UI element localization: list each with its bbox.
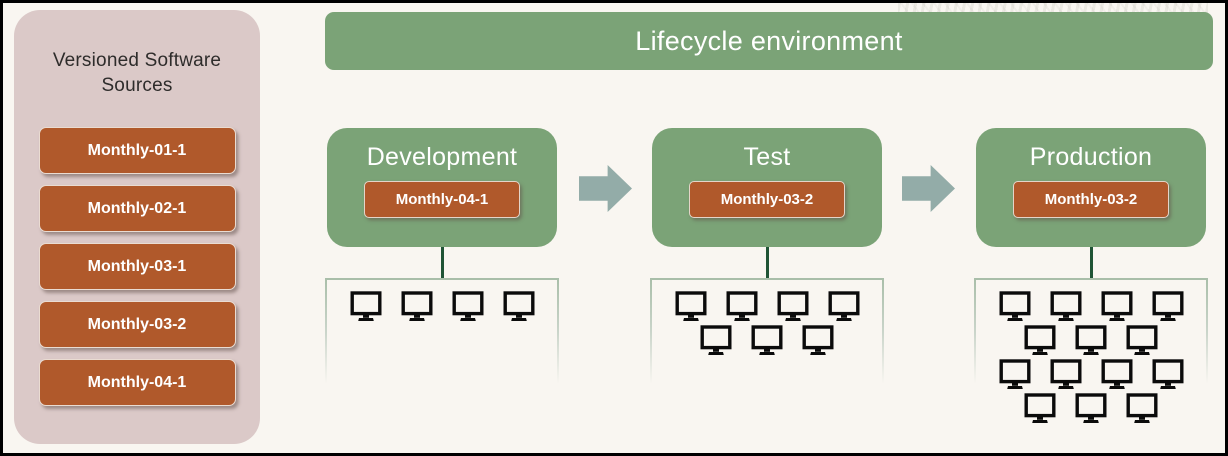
cluster-border [974,278,1208,280]
computer-icon [1024,393,1056,423]
monitor-row [998,291,1185,322]
lifecycle-environment-title: Lifecycle environment [635,25,903,56]
computer-icon [999,359,1031,389]
stage-box-development: Development Monthly-04-1 [327,128,557,247]
monitor-row [998,359,1185,390]
stage-version-chip: Monthly-03-2 [689,181,845,218]
computer-icon [1050,291,1082,321]
connector-line [440,247,444,278]
flow-arrow-icon [902,165,955,212]
connector-line [765,247,769,278]
machine-cluster-production [974,278,1208,453]
source-item: Monthly-01-1 [38,127,236,174]
computer-icon [452,291,484,321]
machine-cluster-development [325,278,559,453]
computer-icon [1024,325,1056,355]
monitor-row [699,325,835,356]
stage-title: Development [366,143,518,171]
computer-icon [503,291,535,321]
source-item: Monthly-04-1 [38,359,236,406]
computer-icon [1152,291,1184,321]
stage-title: Production [1029,143,1153,171]
computer-icon [777,291,809,321]
lifecycle-environment-header: Lifecycle environment [325,12,1213,70]
computer-icon [751,325,783,355]
stage-version-chip: Monthly-03-2 [1013,181,1169,218]
sources-list: Monthly-01-1 Monthly-02-1 Monthly-03-1 M… [14,127,260,406]
computer-icon [726,291,758,321]
stage-title: Test [743,143,791,171]
stage-development: Development Monthly-04-1 [325,128,559,453]
cluster-border [325,278,327,384]
computer-icon [1126,325,1158,355]
source-item: Monthly-02-1 [38,185,236,232]
monitor-row [349,291,536,322]
computer-icon [1075,325,1107,355]
stage-box-production: Production Monthly-03-2 [976,128,1206,247]
source-item: Monthly-03-2 [38,301,236,348]
monitor-row [1023,325,1159,356]
computer-icon [1152,359,1184,389]
computer-icon [401,291,433,321]
cluster-border [650,278,652,384]
cluster-border [882,278,884,384]
sources-panel-title: Versioned Software Sources [52,50,222,97]
flow-arrow-icon [579,165,632,212]
computer-icon [350,291,382,321]
source-item: Monthly-03-1 [38,243,236,290]
cluster-border [557,278,559,384]
monitor-row [674,291,861,322]
computer-icon [1101,359,1133,389]
versioned-sources-panel: Versioned Software Sources Monthly-01-1 … [14,10,260,444]
computer-icon [828,291,860,321]
cluster-border [650,278,884,280]
computer-icon [1050,359,1082,389]
connector-line [1089,247,1093,278]
monitor-row [1023,393,1159,424]
computer-icon [802,325,834,355]
machine-cluster-test [650,278,884,453]
computer-icon [1126,393,1158,423]
computer-icon [1075,393,1107,423]
stage-production: Production Monthly-03-2 [974,128,1208,453]
computer-icon [999,291,1031,321]
stage-test: Test Monthly-03-2 [650,128,884,453]
computer-icon [1101,291,1133,321]
stage-box-test: Test Monthly-03-2 [652,128,882,247]
computer-icon [700,325,732,355]
cluster-border [974,278,976,384]
cluster-border [325,278,559,280]
stage-version-chip: Monthly-04-1 [364,181,520,218]
cluster-border [1206,278,1208,384]
computer-icon [675,291,707,321]
